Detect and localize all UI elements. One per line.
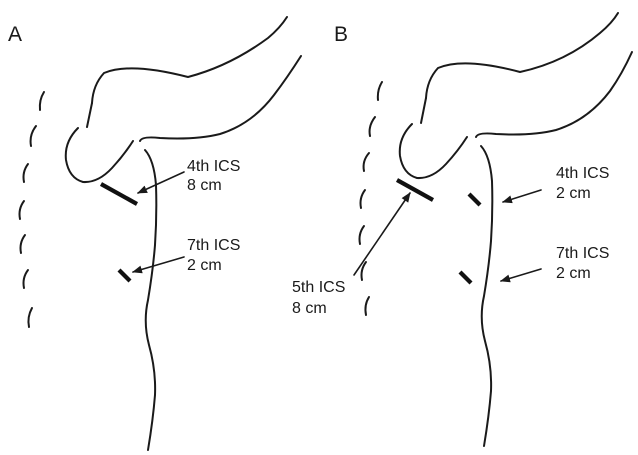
panel-a-incision-4th-ics — [101, 184, 137, 204]
panel-b-incision-4th-ics — [469, 194, 480, 205]
panel-a-arrow-lower — [133, 257, 184, 272]
panel-a-incision-7th-ics — [119, 270, 130, 281]
panel-b-incision-5th-ics — [397, 180, 433, 200]
panel-b-upper-label-line2: 2 cm — [556, 185, 591, 202]
panel-b-arrow-left — [354, 193, 410, 275]
panel-a-upper-label-line1: 4th ICS — [187, 158, 240, 175]
panel-a-chest-wall — [145, 150, 156, 450]
panel-b-arrow-upper — [503, 190, 541, 202]
panel-a-letter: A — [8, 23, 22, 46]
panel-b-incision-7th-ics — [460, 272, 471, 283]
panel-b-chest-wall — [481, 146, 492, 446]
panel-a-arrow-upper — [138, 172, 184, 193]
panel-a-lower-label-line2: 2 cm — [187, 257, 222, 274]
panel-b-lower-label-line1: 7th ICS — [556, 245, 609, 262]
panel-a-spine — [20, 92, 45, 327]
panel-b-letter: B — [334, 23, 348, 46]
panel-b-upper-label-line1: 4th ICS — [556, 165, 609, 182]
panel-b: B 5th ICS 8 cm 4th I — [292, 13, 632, 446]
panel-a-upper-label-line2: 8 cm — [187, 177, 222, 194]
panel-b-spine — [360, 82, 383, 315]
panel-b-arm-outline — [400, 13, 632, 178]
panel-a-lower-label-line1: 7th ICS — [187, 237, 240, 254]
panel-a-arm-outline — [66, 17, 301, 182]
panel-b-left-label-line1: 5th ICS — [292, 279, 345, 296]
panel-a: A 4th ICS 8 cm 7th ICS 2 c — [8, 17, 301, 450]
panel-b-arrow-lower — [501, 269, 541, 281]
panel-b-lower-label-line2: 2 cm — [556, 265, 591, 282]
panel-b-left-label-line2: 8 cm — [292, 300, 327, 317]
